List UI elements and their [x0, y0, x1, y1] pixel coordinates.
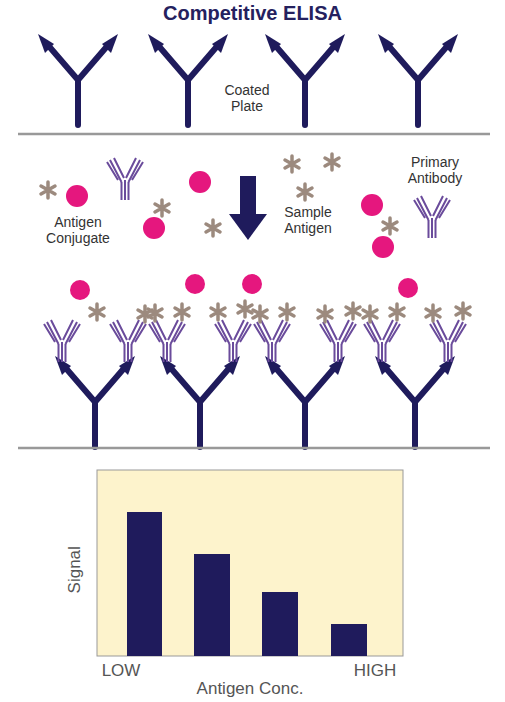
axis-title: Antigen Conc.	[150, 679, 350, 699]
diagram-title: Competitive ELISA	[0, 2, 505, 25]
axis-tick: HIGH	[340, 661, 410, 681]
plate-label: Coated Plate	[212, 82, 282, 114]
antibody-label: Primary Antibody	[395, 154, 475, 186]
conjugate-label: Antigen Conjugate	[36, 214, 120, 246]
axis-tick: LOW	[91, 661, 151, 681]
antigen-label: Sample Antigen	[272, 204, 344, 236]
axis-title: Signal	[65, 535, 85, 605]
